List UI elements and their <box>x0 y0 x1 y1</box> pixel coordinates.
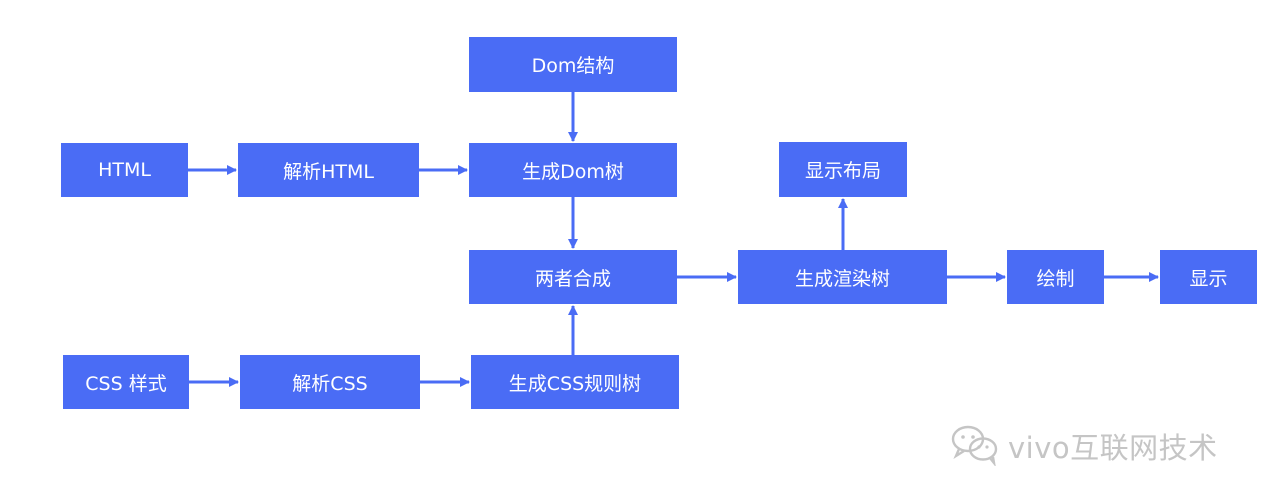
watermark-text: vivo互联网技术 <box>1008 431 1218 465</box>
node-paint: 绘制 <box>1007 250 1104 304</box>
watermark: vivo互联网技术 <box>950 422 1218 470</box>
node-html: HTML <box>61 143 188 197</box>
node-combine: 两者合成 <box>469 250 677 304</box>
wechat-icon <box>950 422 1002 470</box>
node-gen-dom-tree: 生成Dom树 <box>469 143 677 197</box>
node-parse-html: 解析HTML <box>238 143 419 197</box>
node-display: 显示 <box>1160 250 1257 304</box>
node-parse-css: 解析CSS <box>240 355 420 409</box>
edges <box>188 92 1159 387</box>
node-dom-structure: Dom结构 <box>469 37 677 92</box>
node-gen-css-rule-tree: 生成CSS规则树 <box>471 355 679 409</box>
node-render-tree: 生成渲染树 <box>738 250 947 304</box>
node-css-style: CSS 样式 <box>63 355 189 409</box>
node-display-layout: 显示布局 <box>779 142 907 197</box>
